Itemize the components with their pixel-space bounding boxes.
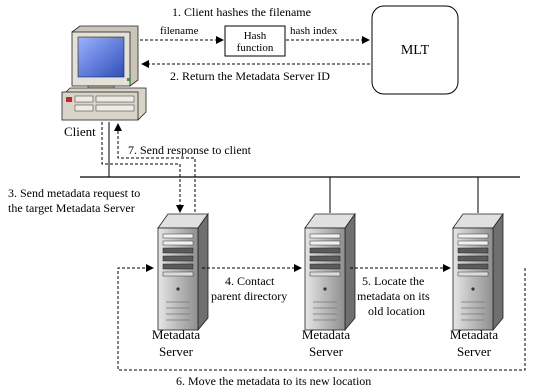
server1-label-line2: Server: [159, 344, 194, 359]
server-tower-icon: [304, 213, 356, 331]
step4-label-line1: 4. Contact: [225, 274, 275, 288]
step3-label-line1: 3. Send metadata request to: [8, 186, 140, 200]
step3-label-line2: the target Metadata Server: [8, 201, 135, 215]
mlt-box: [371, 5, 459, 95]
step7-arrow: [114, 123, 196, 212]
server-tower-icon: [452, 213, 504, 331]
desktop-computer-icon: [61, 25, 147, 121]
step7-label: 7. Send response to client: [128, 143, 252, 157]
step6-arrow: [117, 264, 526, 371]
server3-label-line1: Metadata: [450, 327, 499, 342]
step3-arrow: [101, 122, 184, 213]
step5-label-line1: 5. Locate the: [362, 274, 424, 288]
hash-index-label: hash index: [290, 25, 338, 37]
step6-label: 6. Move the metadata to its new location: [176, 374, 371, 388]
step1-label: 1. Client hashes the filename: [172, 5, 311, 19]
server1-label-line1: Metadata: [152, 327, 201, 342]
filename-label: filename: [160, 25, 199, 37]
step5-label-line2: metadata on its: [357, 289, 430, 303]
server3-label-line2: Server: [457, 344, 492, 359]
server2-label-line2: Server: [309, 344, 344, 359]
step2-label: 2. Return the Metadata Server ID: [170, 69, 330, 83]
mlt-label: MLT: [401, 43, 430, 58]
server-tower-icon: [157, 213, 209, 331]
hash-label-line2: function: [237, 42, 274, 54]
client-label: Client: [64, 124, 96, 139]
step4-label-line2: parent directory: [211, 289, 287, 303]
server2-label-line1: Metadata: [302, 327, 351, 342]
hash-function-box: [224, 25, 286, 57]
hash-label-line1: Hash: [244, 30, 267, 42]
step5-label-line3: old location: [368, 304, 425, 318]
